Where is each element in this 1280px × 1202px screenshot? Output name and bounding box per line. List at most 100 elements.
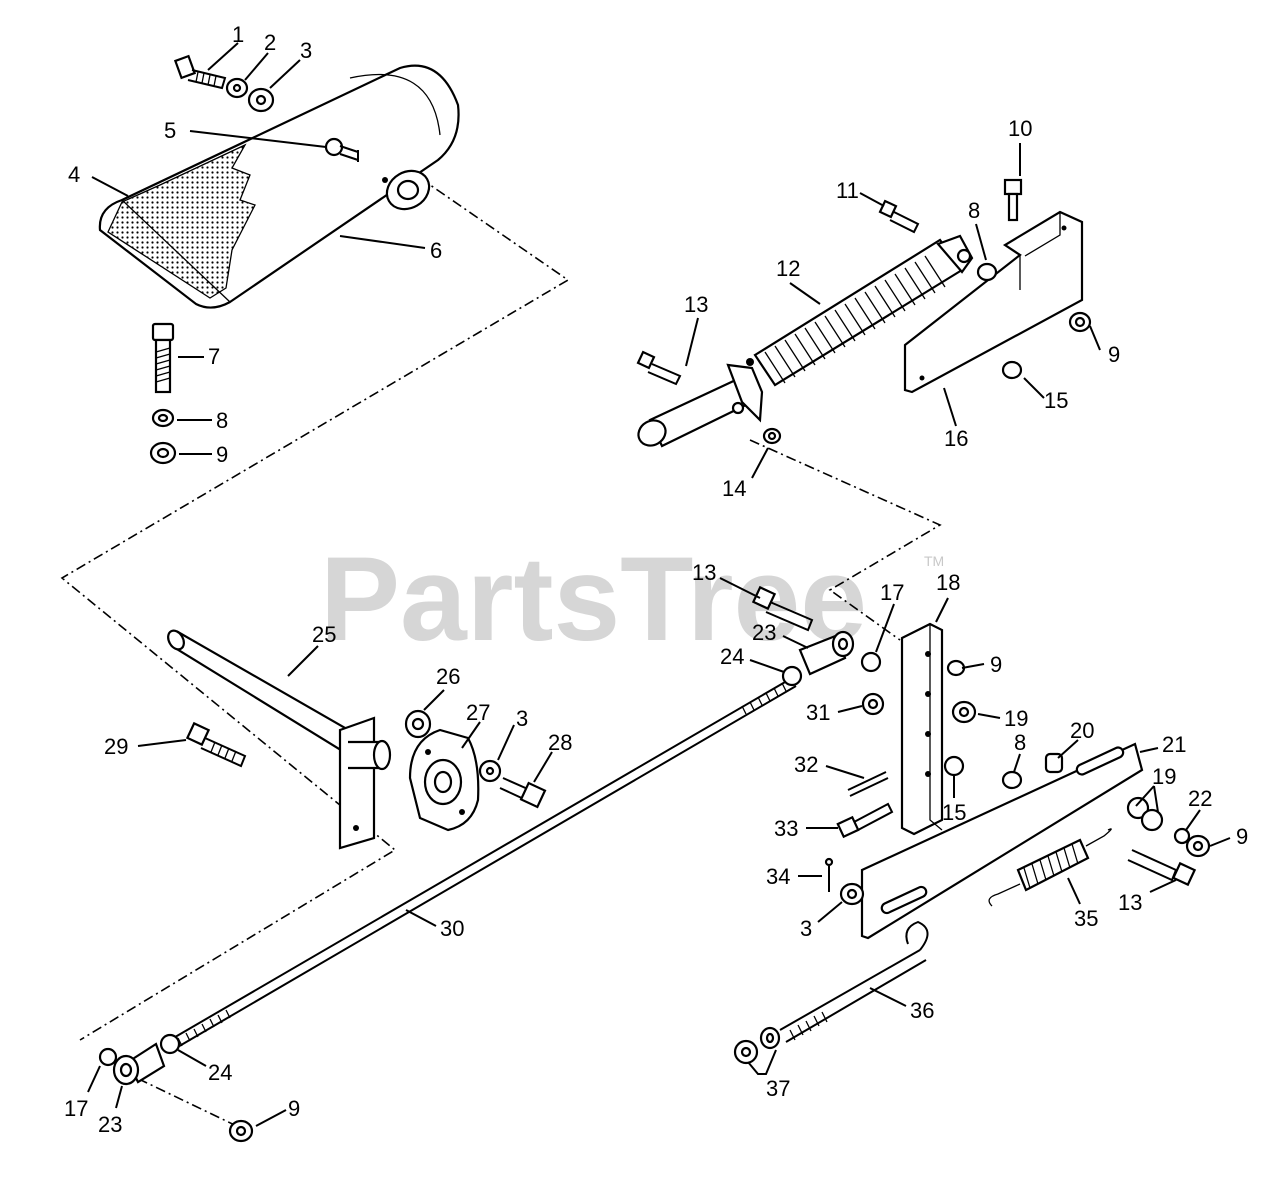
callout-23: 23 (752, 620, 776, 645)
nut-9 (149, 441, 177, 465)
callout-17: 17 (880, 580, 904, 605)
callout-25: 25 (312, 622, 336, 647)
callout-9-bracket: 9 (1108, 342, 1120, 367)
callout-29: 29 (104, 734, 128, 759)
callout-37: 37 (766, 1076, 790, 1101)
bolt-7 (151, 322, 175, 394)
nut-8-bracket (976, 262, 998, 282)
callout-33: 33 (774, 816, 798, 841)
callout-8-arm: 8 (1014, 730, 1026, 755)
callout-9-link: 9 (1236, 824, 1248, 849)
callout-8-bracket: 8 (968, 198, 980, 223)
callout-36: 36 (910, 998, 934, 1023)
callout-20: 20 (1070, 718, 1094, 743)
callout-3-bearing: 3 (516, 706, 528, 731)
washer-19-arm (951, 700, 977, 724)
callout-labels: 1 2 3 4 5 6 7 8 9 10 11 8 12 13 9 15 16 … (64, 22, 1248, 1137)
nuts-37 (733, 1026, 781, 1065)
callout-12: 12 (776, 256, 800, 281)
bolt-13-lower (1127, 849, 1197, 887)
washer-3-link (839, 882, 865, 906)
clevis-23-lower (112, 1042, 166, 1086)
callout-13-lower: 13 (1118, 890, 1142, 915)
callout-19: 19 (1004, 706, 1028, 731)
nut-31 (861, 692, 885, 716)
nut-15-arm (943, 755, 965, 777)
nut-8 (151, 408, 175, 428)
brake-rod-30 (169, 677, 797, 1049)
nut-9-arm (946, 659, 966, 677)
callout-9: 9 (216, 442, 228, 467)
callout-24-lower: 24 (208, 1060, 232, 1085)
nut-26 (404, 709, 432, 739)
washer-17-lower (98, 1047, 118, 1067)
callout-5: 5 (164, 118, 176, 143)
slotted-link-21 (860, 742, 1144, 940)
callout-4: 4 (68, 162, 80, 187)
callout-13-middle: 13 (692, 560, 716, 585)
rod-36 (779, 920, 929, 1043)
callout-35: 35 (1074, 906, 1098, 931)
callout-3: 3 (300, 38, 312, 63)
spring-rod-12 (637, 234, 974, 448)
callout-26: 26 (436, 664, 460, 689)
callout-24: 24 (720, 644, 744, 669)
bolt-10 (1003, 178, 1023, 222)
cross-shaft-25 (167, 629, 392, 850)
callout-8: 8 (216, 408, 228, 433)
bolt-33 (836, 802, 894, 839)
washer-3 (247, 87, 275, 113)
parts-tree-watermark: PartsTree (320, 532, 867, 666)
callout-14: 14 (722, 476, 746, 501)
spring-35 (988, 828, 1112, 907)
callout-19-link: 19 (1152, 764, 1176, 789)
callout-10: 10 (1008, 116, 1032, 141)
callout-6: 6 (430, 238, 442, 263)
arm-18 (900, 622, 944, 836)
callout-9-arm: 9 (990, 652, 1002, 677)
callout-3-link: 3 (800, 916, 812, 941)
spacer-20 (1044, 752, 1064, 774)
callout-21: 21 (1162, 732, 1186, 757)
callout-30: 30 (440, 916, 464, 941)
nut-14 (762, 427, 782, 445)
bolt-1 (173, 54, 227, 90)
cotter-34 (824, 857, 834, 892)
callout-16: 16 (944, 426, 968, 451)
nut-9-lower (228, 1119, 254, 1143)
bolt-28 (499, 777, 547, 809)
callout-17-lower: 17 (64, 1096, 88, 1121)
callout-34: 34 (766, 864, 790, 889)
bracket-16 (903, 210, 1084, 394)
nut-9-bracket (1068, 311, 1092, 333)
nut-24-upper (781, 665, 803, 687)
callout-15: 15 (1044, 388, 1068, 413)
bolt-5 (324, 137, 359, 162)
washer-22 (1173, 827, 1191, 845)
washer-3-bearing (478, 759, 502, 783)
callout-18: 18 (936, 570, 960, 595)
flange-bearing-27 (408, 728, 480, 832)
callout-9-lower: 9 (288, 1096, 300, 1121)
bolt-11 (878, 199, 920, 234)
bolt-13-middle (751, 585, 814, 632)
clevis-23-upper (798, 630, 855, 676)
callout-23-lower: 23 (98, 1112, 122, 1137)
washer-2 (225, 77, 249, 99)
callout-22: 22 (1188, 786, 1212, 811)
bolt-29 (185, 721, 247, 768)
nut-24-lower (159, 1033, 181, 1055)
callout-31: 31 (806, 700, 830, 725)
pin-32 (847, 771, 889, 797)
nut-8-arm (1001, 770, 1023, 790)
nut-9-link (1185, 834, 1211, 858)
callout-11: 11 (836, 178, 859, 203)
nut-15-bracket (1001, 360, 1023, 380)
callout-27: 27 (466, 700, 490, 725)
callout-15-arm: 15 (942, 800, 966, 825)
callout-7: 7 (208, 344, 220, 369)
washer-17-upper (860, 651, 882, 673)
callout-2: 2 (264, 30, 276, 55)
bolt-13-upper (636, 350, 682, 386)
washers-19-link (1126, 796, 1164, 832)
